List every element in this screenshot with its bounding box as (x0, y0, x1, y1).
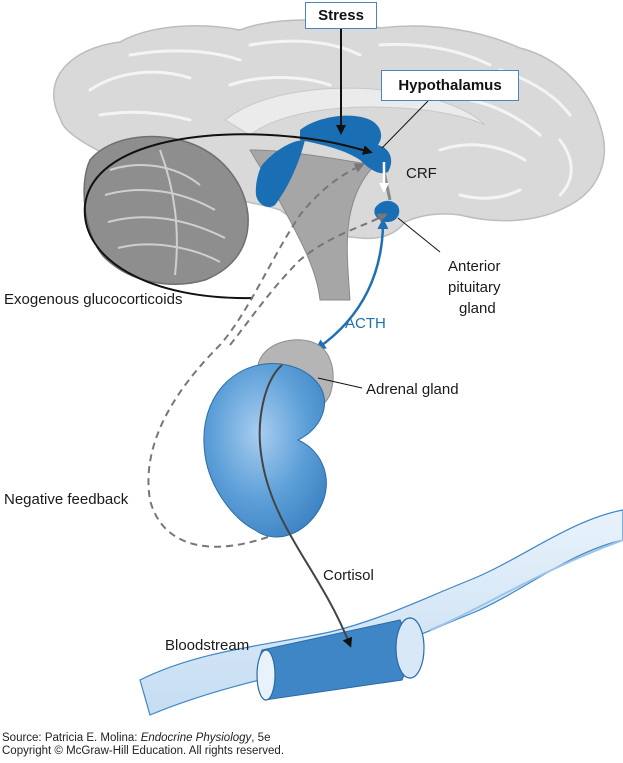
exogenous-loop-arrow (83, 133, 373, 300)
anterior-line: Anterior (448, 258, 501, 275)
acth-label: ACTH (345, 315, 386, 332)
negative-feedback-arrow-2 (229, 213, 388, 346)
copyright-line: Copyright © McGraw-Hill Education. All r… (2, 745, 285, 757)
pituitary-line: pituitary (448, 279, 501, 296)
adrenal-leader (317, 377, 363, 389)
kidney (203, 363, 327, 538)
vessel-inner-line (429, 539, 623, 631)
crf-label: CRF (406, 165, 437, 182)
exogenous-label: Exogenous glucocorticoids (4, 291, 182, 308)
hypothalamus-leader (381, 100, 429, 149)
gland-line: gland (459, 300, 496, 317)
cortisol-label: Cortisol (323, 567, 374, 584)
source-suffix: , 5e (251, 732, 271, 744)
acth-arrow (314, 218, 389, 351)
hypothalamus-region (300, 115, 392, 174)
stress-box: Stress (305, 2, 377, 29)
vessel-opening-right (395, 617, 425, 679)
third-ventricle (255, 140, 305, 207)
anterior-pituitary-label: Anterior pituitary gland (448, 258, 505, 317)
cerebellum-folia (104, 149, 226, 276)
adrenal-label: Adrenal gland (366, 381, 459, 398)
vessel-back (139, 509, 623, 716)
source-credit: Source: Patricia E. Molina: Endocrine Ph… (2, 732, 284, 758)
hypothalamus-box: Hypothalamus (381, 70, 519, 101)
negative-feedback-arrow (147, 163, 365, 548)
blood-vessel (139, 509, 623, 716)
source-prefix: Source: Patricia E. Molina: (2, 732, 141, 744)
source-line: Source: Patricia E. Molina: Endocrine Ph… (2, 732, 284, 745)
negative-feedback-label: Negative feedback (4, 491, 129, 508)
vessel-opening-left (256, 649, 276, 701)
hypothalamus-label: Hypothalamus (398, 77, 502, 94)
cortisol-arrow (258, 364, 353, 648)
source-title: Endocrine Physiology (140, 732, 252, 744)
brain (53, 19, 606, 301)
bloodstream-label: Bloodstream (165, 637, 249, 654)
pituitary-leader (397, 217, 441, 253)
stress-label: Stress (318, 7, 364, 24)
adrenal-gland (203, 339, 334, 538)
